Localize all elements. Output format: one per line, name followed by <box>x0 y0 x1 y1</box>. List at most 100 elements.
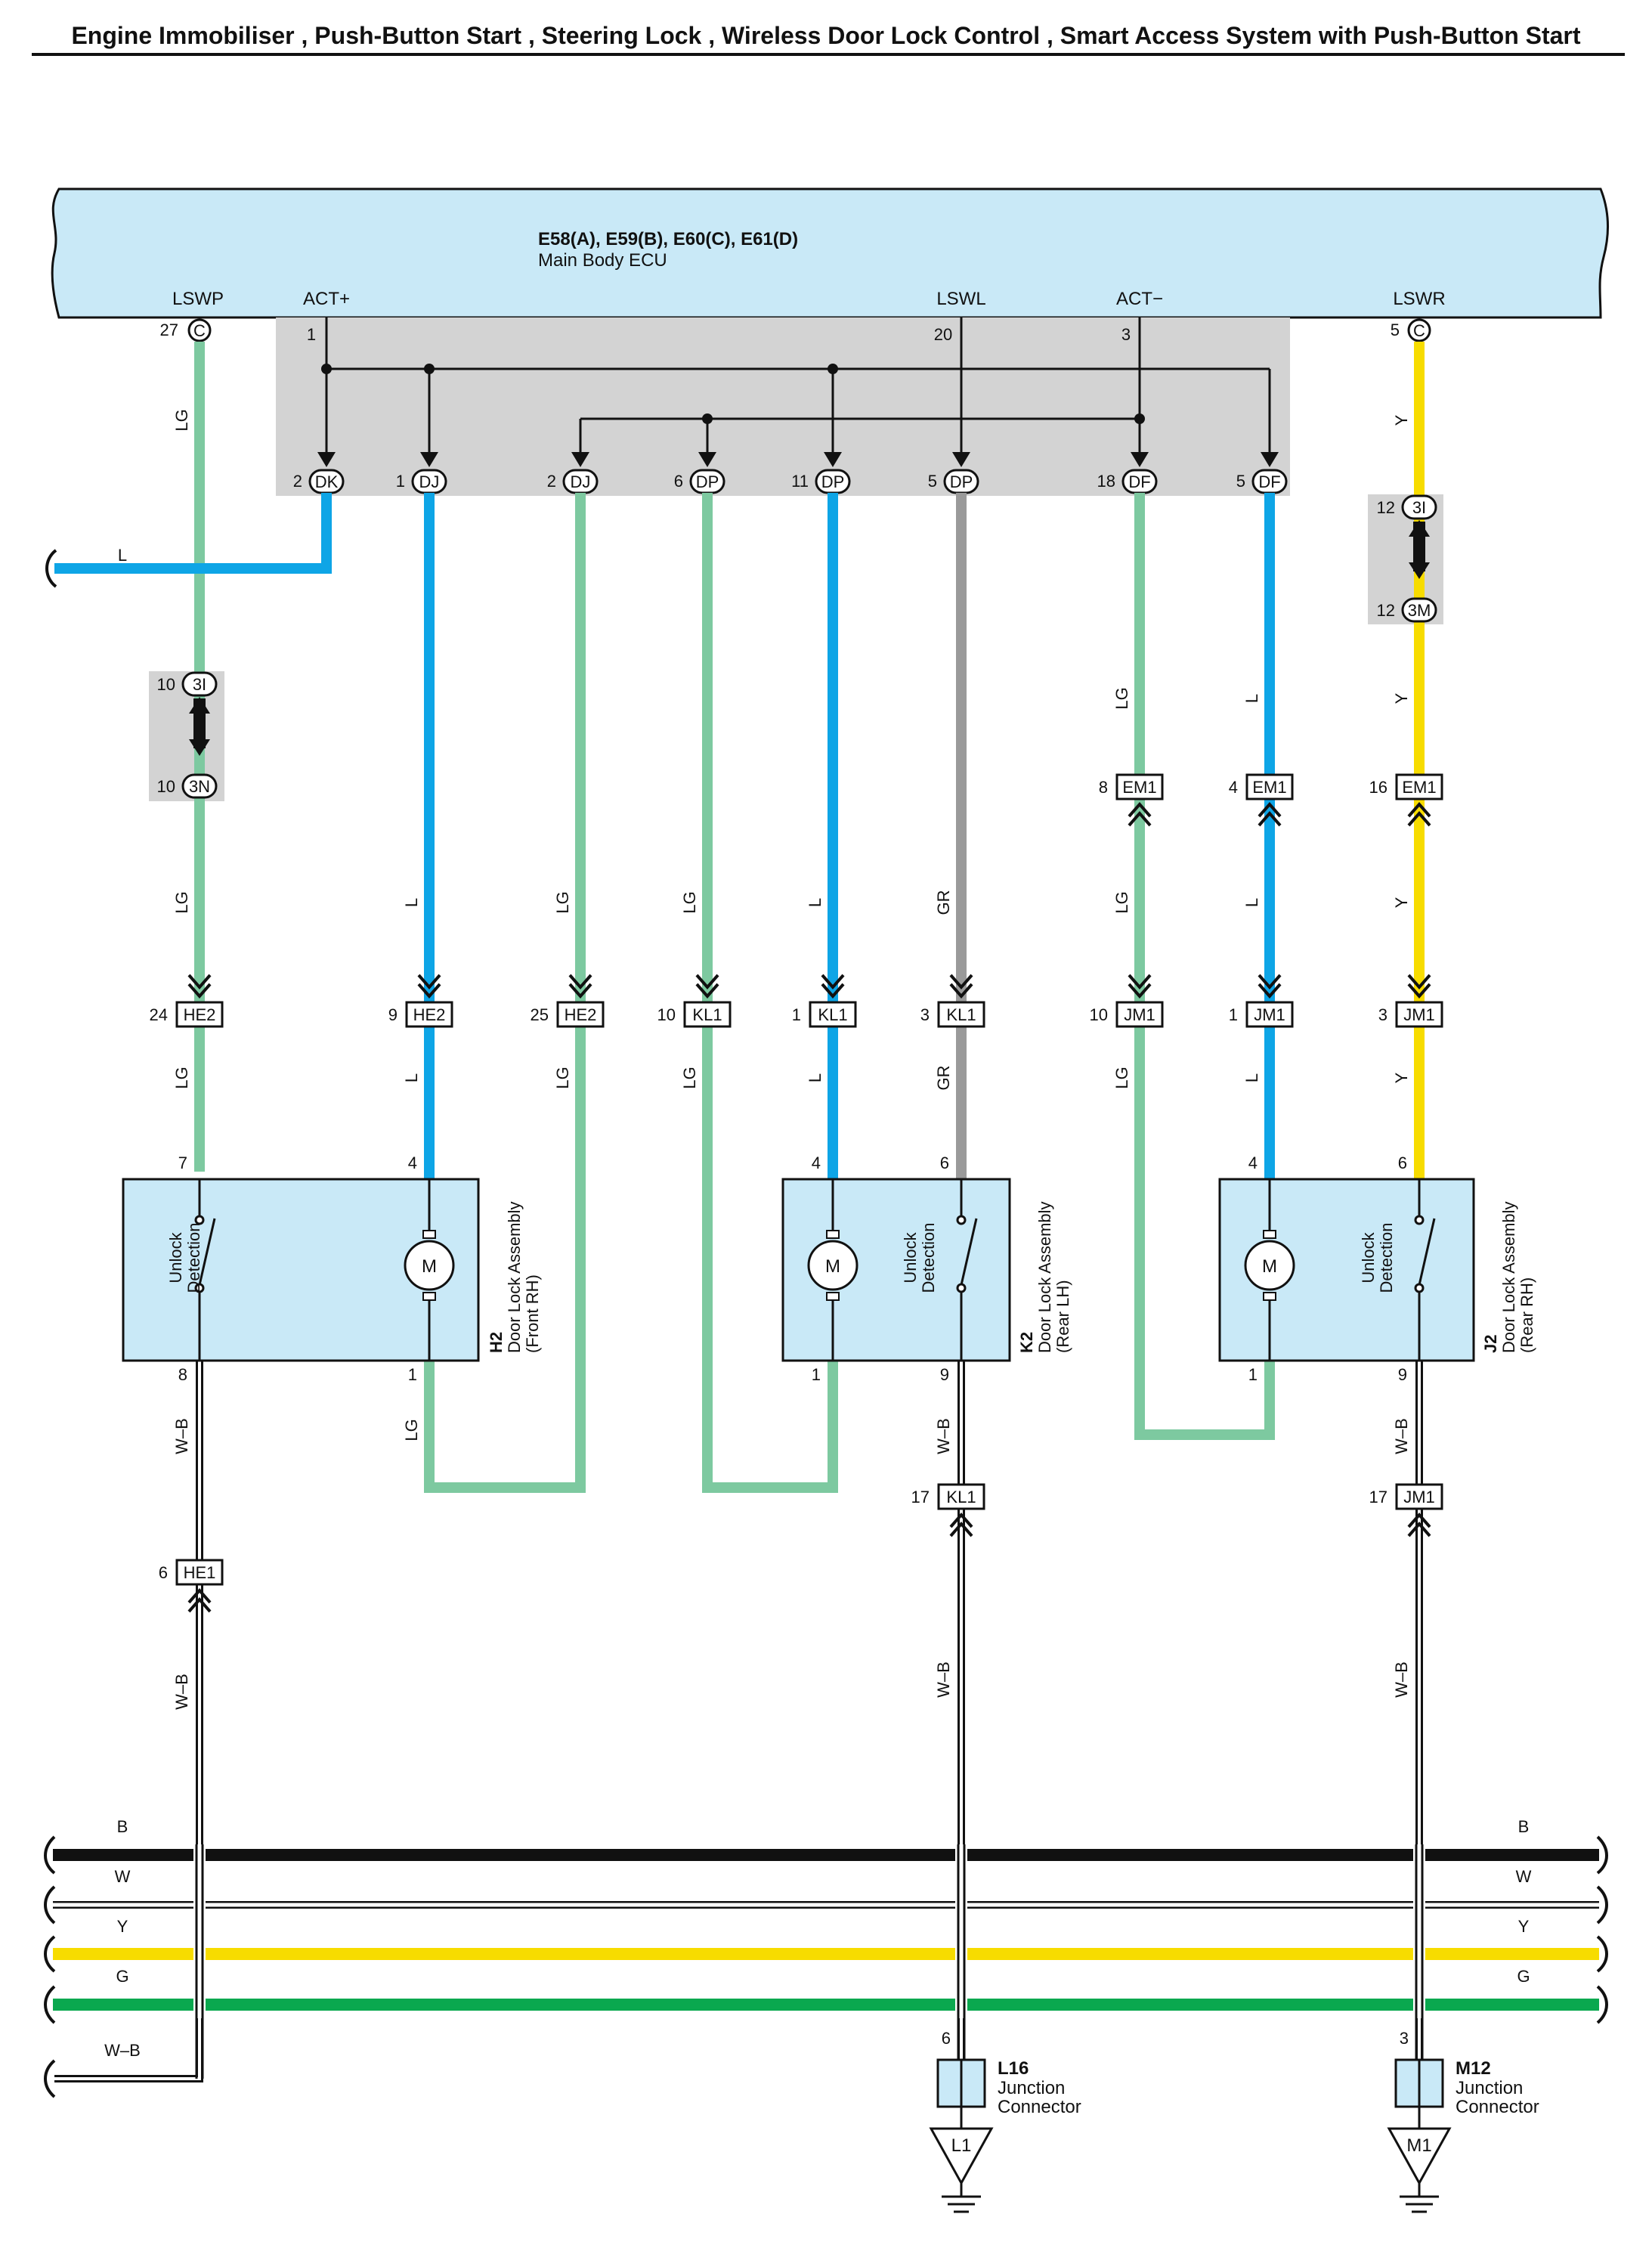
terminal-lswl-label: LSWL <box>936 289 985 309</box>
wire-dp6-loop <box>702 493 838 1493</box>
terminal-lswp-label: LSWP <box>172 289 224 309</box>
svg-text:Connector: Connector <box>998 2097 1081 2117</box>
svg-text:LG: LG <box>680 891 699 913</box>
ecu-body <box>51 187 1610 319</box>
svg-text:L16: L16 <box>998 2058 1029 2079</box>
lower-connectors: HE1 6 KL1 17 JM1 17 <box>159 1483 1443 1613</box>
svg-text:LG: LG <box>680 1067 699 1088</box>
jconn-3: DP <box>696 472 719 491</box>
svg-text:LG: LG <box>402 1419 421 1441</box>
svg-text:LG: LG <box>553 891 572 913</box>
svg-text:J2: J2 <box>1481 1335 1500 1353</box>
svg-text:GR: GR <box>934 890 953 915</box>
svg-text:6: 6 <box>942 2029 951 2048</box>
bus-g-left: G <box>116 1967 128 1986</box>
svg-text:Detection: Detection <box>919 1223 938 1293</box>
svg-text:EM1: EM1 <box>1252 778 1286 797</box>
assembly-j2: 4 6 1 9 M Unlock Detection J2 Door Lock … <box>1218 1153 1536 1384</box>
svg-text:W–B: W–B <box>1392 1418 1411 1454</box>
bus-y-right: Y <box>1518 1917 1530 1936</box>
jpin-7: 5 <box>1236 472 1245 491</box>
jconn-6: DF <box>1128 472 1150 491</box>
svg-text:Unlock: Unlock <box>1359 1231 1378 1283</box>
pin-lswr: 5 <box>1391 320 1400 339</box>
svg-text:LG: LG <box>172 409 191 431</box>
svg-text:M: M <box>825 1256 840 1277</box>
svg-text:LG: LG <box>553 1067 572 1088</box>
bus-g-right: G <box>1517 1967 1530 1986</box>
wire-break-dk <box>45 549 57 588</box>
jpin-6: 18 <box>1097 472 1115 491</box>
svg-text:Detection: Detection <box>184 1223 203 1293</box>
ecu-name: Main Body ECU <box>538 250 667 271</box>
svg-text:Y: Y <box>1392 896 1411 908</box>
svg-text:L1: L1 <box>951 2135 972 2156</box>
svg-text:25: 25 <box>531 1005 549 1024</box>
svg-text:7: 7 <box>178 1153 187 1172</box>
svg-text:(Rear RH): (Rear RH) <box>1517 1277 1536 1353</box>
svg-text:3I: 3I <box>1412 498 1426 517</box>
svg-text:1: 1 <box>812 1365 821 1384</box>
svg-text:4: 4 <box>812 1153 821 1172</box>
wire-dk-l <box>54 493 332 574</box>
bus-wb-left: W–B <box>104 2041 141 2060</box>
svg-text:K2: K2 <box>1017 1332 1036 1353</box>
svg-text:Door Lock Assembly: Door Lock Assembly <box>1499 1201 1518 1353</box>
svg-text:EM1: EM1 <box>1402 778 1436 797</box>
svg-text:3M: 3M <box>1408 601 1431 620</box>
svg-text:12: 12 <box>1377 498 1395 517</box>
svg-text:9: 9 <box>388 1005 398 1024</box>
svg-text:HE2: HE2 <box>565 1005 597 1024</box>
terminal-actplus-label: ACT+ <box>303 289 350 309</box>
svg-text:LG: LG <box>172 1067 191 1088</box>
jpin-3: 6 <box>674 472 683 491</box>
svg-text:L: L <box>806 898 824 907</box>
svg-text:Door Lock Assembly: Door Lock Assembly <box>1035 1201 1054 1353</box>
svg-text:KL1: KL1 <box>946 1488 976 1506</box>
svg-text:6: 6 <box>159 1563 168 1582</box>
wire-dk-label: L <box>118 546 127 565</box>
svg-text:1: 1 <box>1229 1005 1238 1024</box>
svg-text:3I: 3I <box>193 675 206 694</box>
svg-text:8: 8 <box>178 1365 187 1384</box>
diagram-title: Engine Immobiliser , Push-Button Start ,… <box>71 22 1580 49</box>
svg-text:17: 17 <box>911 1488 930 1506</box>
junction-dots <box>321 364 1145 424</box>
svg-text:H2: H2 <box>487 1332 506 1353</box>
svg-text:1: 1 <box>1248 1365 1258 1384</box>
svg-text:Unlock: Unlock <box>166 1231 185 1283</box>
inline-connector-left: 3I 10 3N 10 <box>149 671 224 801</box>
jpin-2: 2 <box>547 472 556 491</box>
conn-c-lswr <box>1407 318 1431 342</box>
assembly-k2: 4 6 1 9 M Unlock Detection K2 Door Lock … <box>781 1153 1072 1384</box>
svg-text:HE1: HE1 <box>184 1563 216 1582</box>
jconn-0: DK <box>315 472 339 491</box>
wire-wb-set <box>54 1361 1423 2082</box>
pin-lswp: 27 <box>160 320 178 339</box>
svg-text:LG: LG <box>1112 687 1131 709</box>
jpin-4: 11 <box>791 472 809 491</box>
svg-text:8: 8 <box>1099 778 1108 797</box>
jconn-7: DF <box>1258 472 1280 491</box>
svg-text:24: 24 <box>150 1005 168 1024</box>
svg-text:M: M <box>422 1256 437 1277</box>
wire-wb-cross <box>193 1844 1425 2079</box>
svg-text:Unlock: Unlock <box>901 1231 920 1283</box>
conn-c-lswp <box>187 318 212 342</box>
jconn-1: DJ <box>419 472 440 491</box>
svg-text:LG: LG <box>1112 1067 1131 1088</box>
terminal-actminus-label: ACT− <box>1116 289 1163 309</box>
wire-df18-loop <box>1134 493 1275 1440</box>
svg-text:4: 4 <box>408 1153 417 1172</box>
junction-arrows <box>317 452 1279 467</box>
svg-text:9: 9 <box>1398 1365 1407 1384</box>
pin-actplus: 1 <box>307 325 316 344</box>
svg-text:LG: LG <box>172 891 191 913</box>
svg-text:(Rear LH): (Rear LH) <box>1053 1280 1072 1353</box>
svg-text:M1: M1 <box>1406 2135 1431 2156</box>
svg-text:JM1: JM1 <box>1124 1005 1155 1024</box>
junction-connector-m12: 3 M12 Junction Connector M1 <box>1387 2029 1539 2213</box>
junction-wiring <box>325 317 1271 461</box>
svg-text:JM1: JM1 <box>1403 1005 1435 1024</box>
